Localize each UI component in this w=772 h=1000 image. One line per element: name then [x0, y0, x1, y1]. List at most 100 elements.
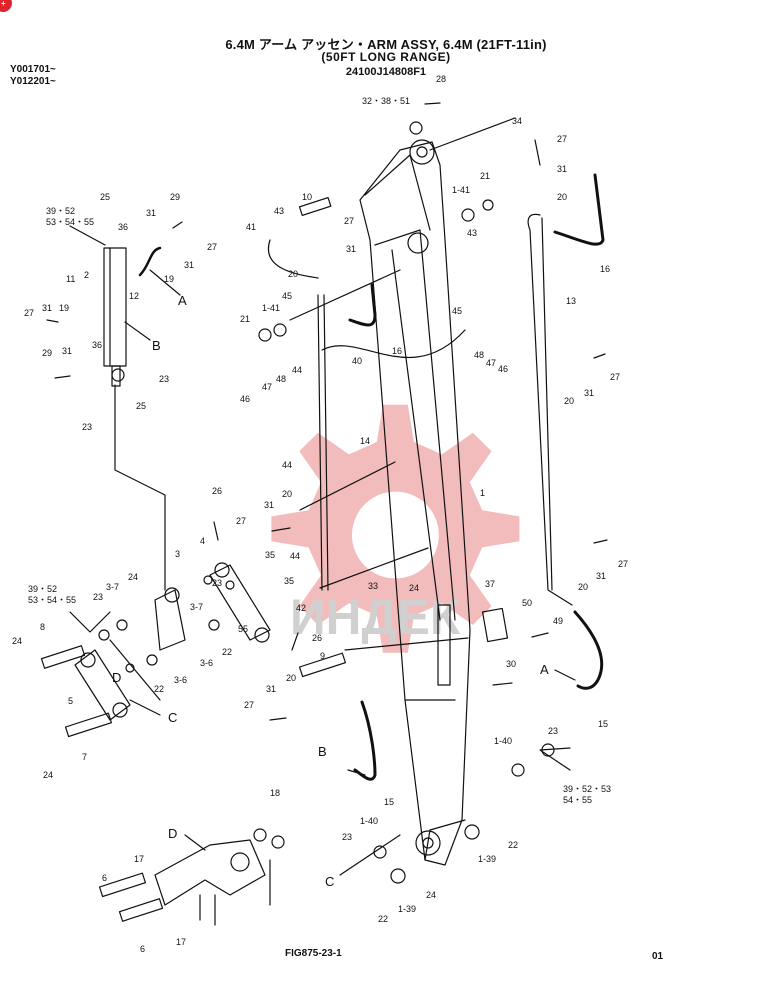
hose-15-right: [573, 610, 604, 690]
callout-20: 20: [578, 582, 588, 592]
corner-badge: +: [0, 0, 12, 12]
callout-23: 23: [82, 422, 92, 432]
callout-24: 24: [128, 572, 138, 582]
callout-22: 22: [508, 840, 518, 850]
callout-3-7: 3-7: [190, 602, 203, 612]
serial-range-1: Y001701~: [10, 64, 56, 75]
callout-54-55: 54・55: [563, 795, 592, 805]
callout-1-39: 1-39: [398, 904, 416, 914]
callout-3-7: 3-7: [106, 582, 119, 592]
callout-39-52-53: 39・52・53: [563, 784, 611, 794]
callout-17: 17: [176, 937, 186, 947]
callout-46: 46: [498, 364, 508, 374]
hose-16-left: [348, 283, 377, 327]
callout-19: 19: [164, 274, 174, 284]
callout-30: 30: [506, 659, 516, 669]
callout-6: 6: [102, 873, 107, 883]
callout-22: 22: [378, 914, 388, 924]
callout-23: 23: [548, 726, 558, 736]
callout-45: 45: [452, 306, 462, 316]
callout-27: 27: [610, 372, 620, 382]
callout-19: 19: [59, 303, 69, 313]
callout-16: 16: [392, 346, 402, 356]
callout-29: 29: [170, 192, 180, 202]
callout-27: 27: [244, 700, 254, 710]
callout-26: 26: [212, 486, 222, 496]
link-5: [74, 649, 131, 721]
callout-48: 48: [474, 350, 484, 360]
callout-31: 31: [557, 164, 567, 174]
callout-22: 22: [154, 684, 164, 694]
watermark-text: ИНДЕК: [290, 589, 461, 645]
callout-31: 31: [146, 208, 156, 218]
callout-13: 13: [566, 296, 576, 306]
callout-31: 31: [584, 388, 594, 398]
callout-9: 9: [320, 651, 325, 661]
callout-43: 43: [274, 206, 284, 216]
callout-14: 14: [360, 436, 370, 446]
callout-42: 42: [296, 603, 306, 613]
callout-1: 1: [480, 488, 485, 498]
callout-23: 23: [93, 592, 103, 602]
callout-49: 49: [553, 616, 563, 626]
callout-32-38-51: 32・38・51: [362, 96, 410, 106]
ref-B-lower: B: [318, 744, 327, 759]
callout-31: 31: [264, 500, 274, 510]
callout-5: 5: [68, 696, 73, 706]
figure-id: FIG875-23-1: [285, 948, 342, 959]
callout-23: 23: [212, 578, 222, 588]
callout-31: 31: [184, 260, 194, 270]
callout-25: 25: [136, 401, 146, 411]
ref-A-left: A: [178, 293, 187, 308]
arm-body: [359, 139, 471, 866]
callout-25: 25: [100, 192, 110, 202]
ref-C-lower: C: [325, 874, 334, 889]
line-14: [317, 294, 323, 591]
callout-22: 22: [222, 647, 232, 657]
callout-46: 46: [240, 394, 250, 404]
callout-31: 31: [596, 571, 606, 581]
hose-line-13: [527, 213, 573, 606]
ref-D-bottom: D: [168, 826, 177, 841]
callout-47: 47: [486, 358, 496, 368]
callout-43: 43: [467, 228, 477, 238]
ref-C-left: C: [168, 710, 177, 725]
callout-20: 20: [282, 489, 292, 499]
callout-31: 31: [266, 684, 276, 694]
callout-36: 36: [118, 222, 128, 232]
callout-3: 3: [175, 549, 180, 559]
callout-44: 44: [292, 365, 302, 375]
callout-27: 27: [618, 559, 628, 569]
callout-27: 27: [207, 242, 217, 252]
callout-21: 21: [480, 171, 490, 181]
callout-18: 18: [270, 788, 280, 798]
page-subtitle: (50FT LONG RANGE): [321, 50, 451, 64]
hose-16-right: [553, 173, 605, 246]
callout-41: 41: [246, 222, 256, 232]
callout-53-54-55: 53・54・55: [46, 217, 94, 227]
callout-39-52: 39・52: [28, 584, 57, 594]
callout-15: 15: [384, 797, 394, 807]
callout-33: 33: [368, 581, 378, 591]
callout-23: 23: [342, 832, 352, 842]
ref-A-right: A: [540, 662, 549, 677]
callout-50: 50: [522, 598, 532, 608]
callout-55: 55: [238, 624, 248, 634]
callout-31: 31: [62, 346, 72, 356]
page-number: 01: [652, 951, 664, 962]
callout-34: 34: [512, 116, 522, 126]
callout-2: 2: [84, 270, 89, 280]
callout-20: 20: [288, 269, 298, 279]
callout-24: 24: [12, 636, 22, 646]
callout-16: 16: [600, 264, 610, 274]
callout-53-54-55: 53・54・55: [28, 595, 76, 605]
callout-27: 27: [344, 216, 354, 226]
callout-17: 17: [134, 854, 144, 864]
serial-range-2: Y012201~: [10, 76, 56, 87]
callout-21: 21: [240, 314, 250, 324]
callout-7: 7: [82, 752, 87, 762]
callout-3-6: 3-6: [174, 675, 187, 685]
callout-31: 31: [42, 303, 52, 313]
callout-37: 37: [485, 579, 495, 589]
callout-1-39: 1-39: [478, 854, 496, 864]
